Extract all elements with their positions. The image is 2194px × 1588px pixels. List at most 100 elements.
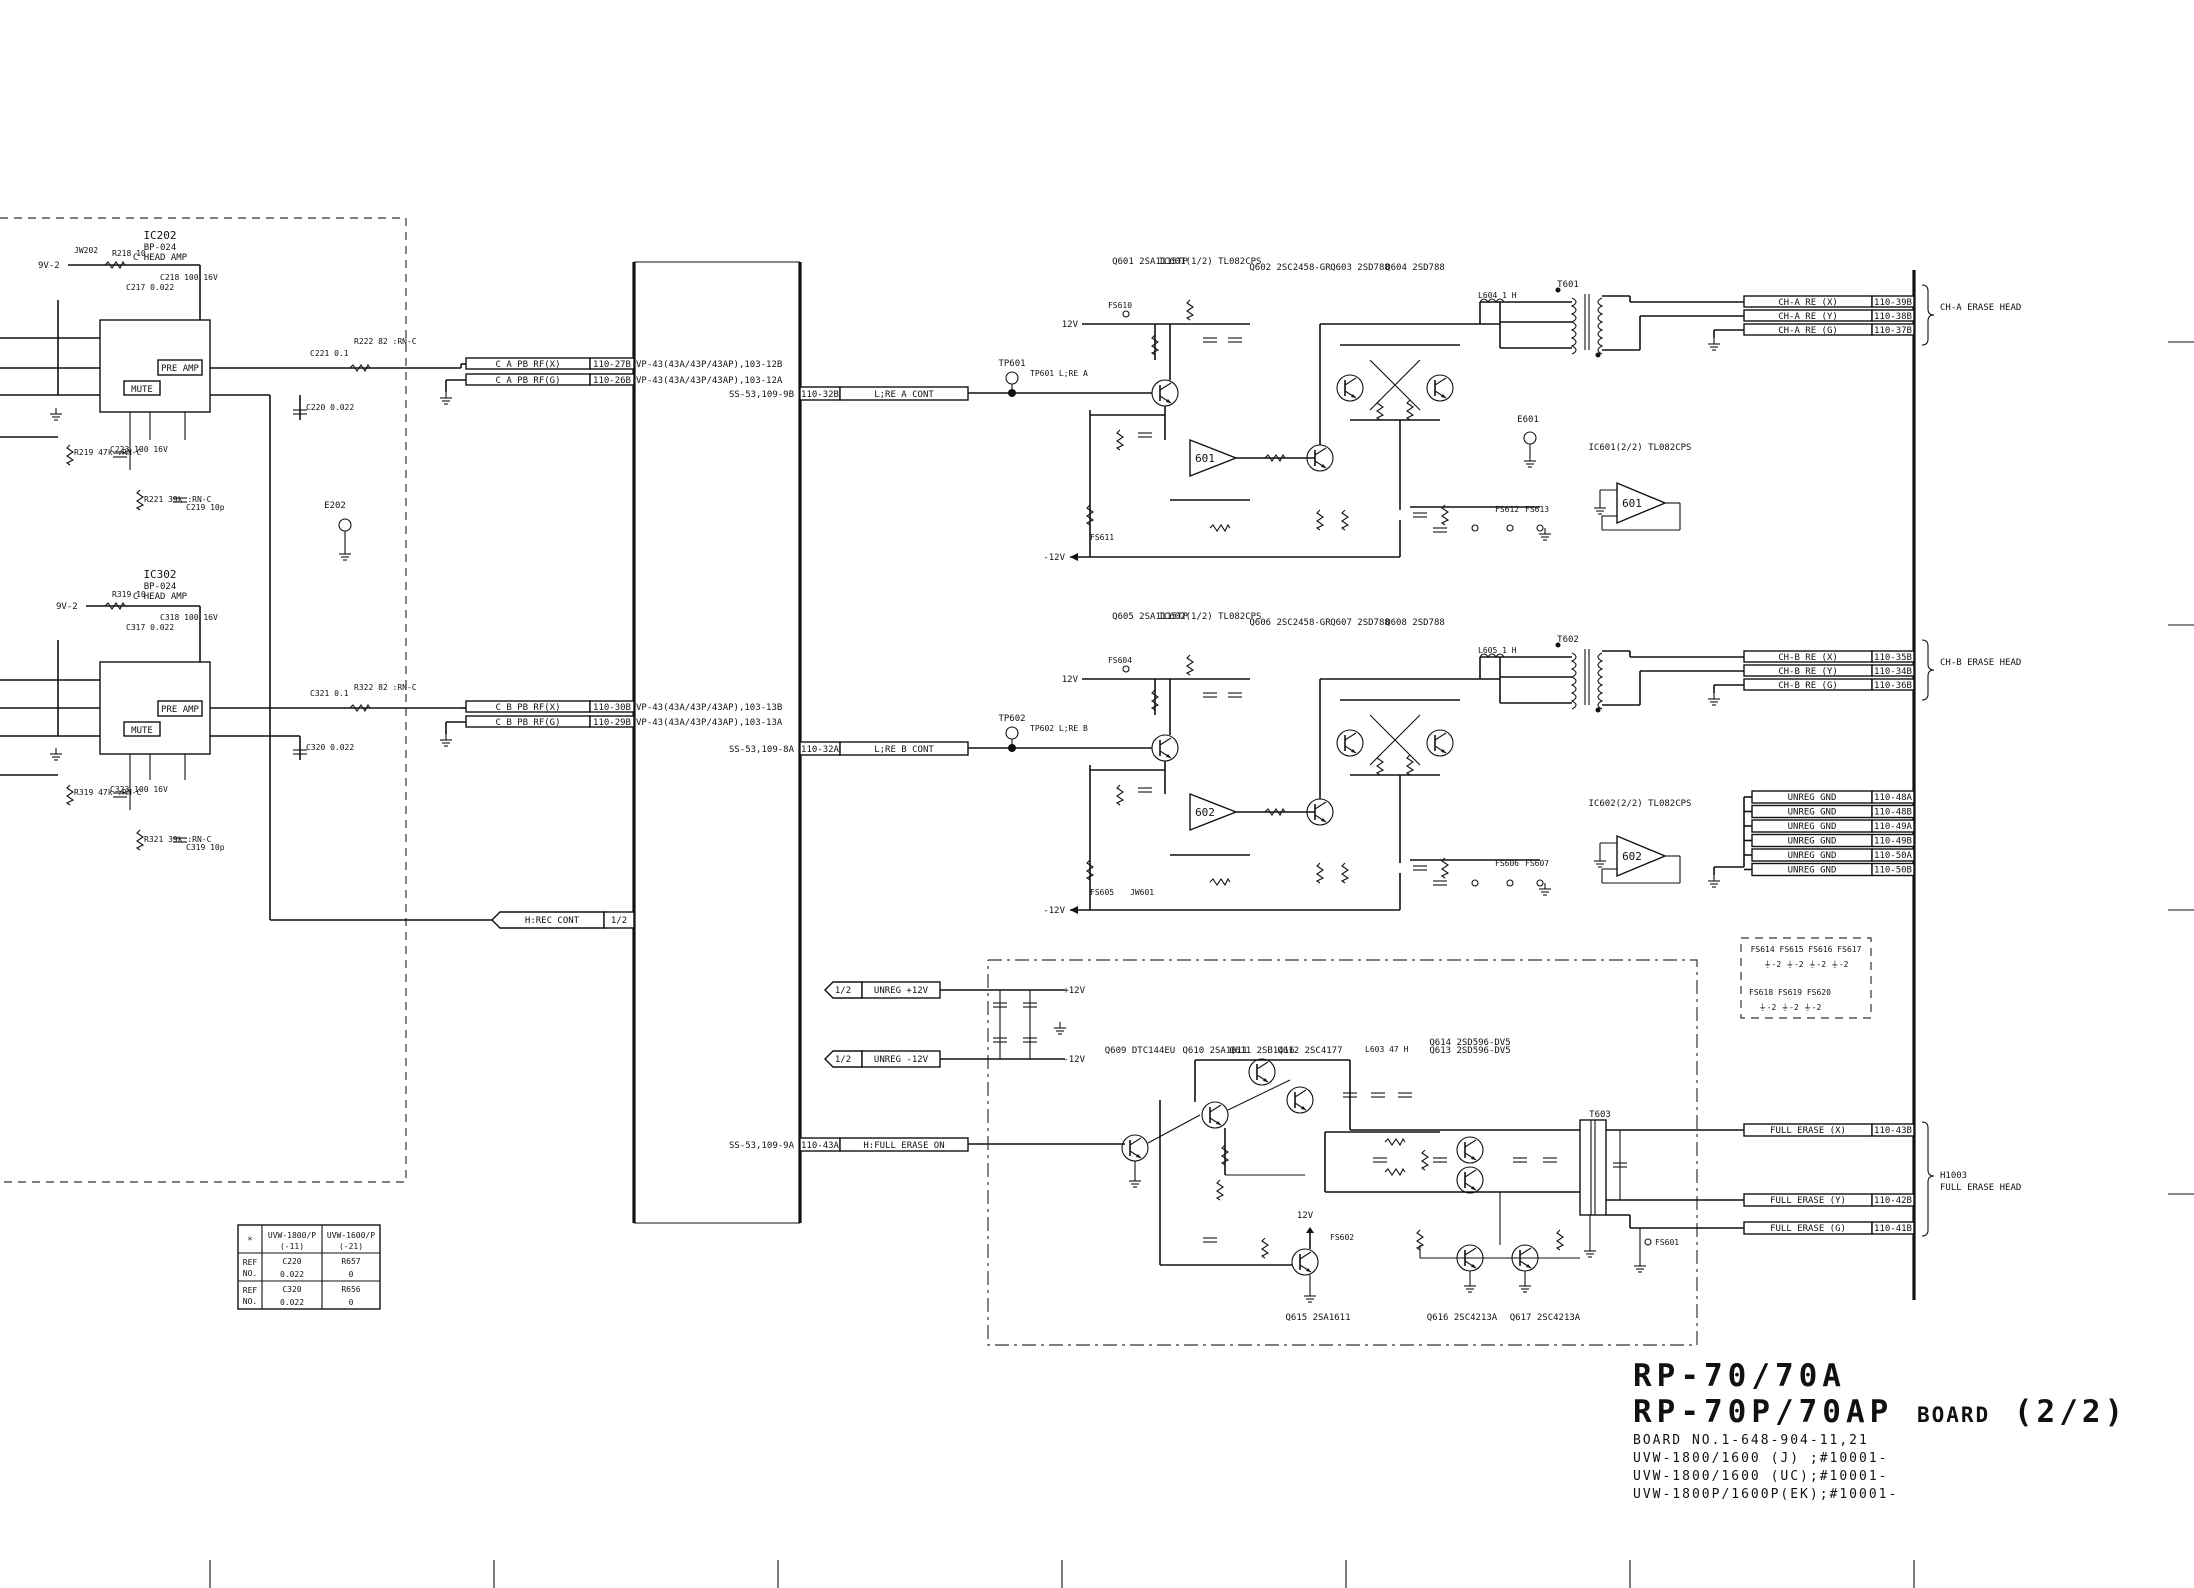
- svg-text:110-26B: 110-26B: [593, 376, 631, 386]
- svg-text:*: *: [247, 1236, 252, 1246]
- svg-text:110-35B: 110-35B: [1874, 653, 1912, 663]
- svg-text:0.022: 0.022: [280, 1270, 304, 1279]
- jw601-label: JW601: [1130, 888, 1154, 897]
- cb-pb-rf-x-dest: VP-43(43A/43P/43AP),103-13B: [636, 703, 782, 713]
- svg-text:110-27B: 110-27B: [593, 360, 631, 370]
- svg-text:NO.: NO.: [243, 1297, 257, 1306]
- r322-label: R322 82 :RN-C: [354, 683, 417, 692]
- svg-text:MUTE: MUTE: [131, 385, 153, 395]
- ch-b-opamp: [1189, 792, 1238, 832]
- svg-text:CH-B RE (X): CH-B RE (X): [1778, 653, 1838, 663]
- tp602-label: TP602: [998, 714, 1025, 724]
- svg-text:FULL ERASE (Y): FULL ERASE (Y): [1770, 1196, 1846, 1206]
- svg-text:C B PB RF(G): C B PB RF(G): [495, 718, 560, 728]
- test-point-e202: E202: [324, 501, 352, 561]
- svg-text:UNREG -12V: UNREG -12V: [874, 1055, 929, 1065]
- ch-b-ic602: IC602(1/2) TL082CPS: [1159, 612, 1262, 622]
- ic202-func: C HEAD AMP: [133, 253, 188, 263]
- svg-text:L;RE A CONT: L;RE A CONT: [874, 390, 934, 400]
- test-point-e601: E601: [1517, 415, 1539, 468]
- svg-text:NO.: NO.: [243, 1269, 257, 1278]
- svg-text:⏚-2 ⏚-2 ⏚-2 ⏚-2: ⏚-2 ⏚-2 ⏚-2 ⏚-2: [1764, 960, 1849, 969]
- svg-text:12V: 12V: [1062, 675, 1079, 685]
- t601-label: T601: [1557, 280, 1579, 290]
- svg-text:110-38B: 110-38B: [1874, 312, 1912, 322]
- svg-text:E202: E202: [324, 501, 346, 511]
- svg-text:110-43A: 110-43A: [801, 1141, 840, 1151]
- ch-b-q607: Q607 2SD788: [1330, 618, 1390, 628]
- svg-text:C B PB RF(X): C B PB RF(X): [495, 703, 560, 713]
- tp601-sub: TP601 L;RE A: [1030, 369, 1088, 378]
- ic602-spare: IC602(2/2) TL082CPS 602: [1589, 799, 1691, 884]
- c218-label: C218 100 16V: [160, 273, 218, 282]
- svg-text:C320: C320: [282, 1285, 301, 1294]
- svg-text:R657: R657: [341, 1257, 360, 1266]
- unreg-gnd-name: UNREG GND: [1788, 822, 1837, 832]
- svg-text:110-30B: 110-30B: [593, 703, 631, 713]
- fs612-label: FS612: [1495, 505, 1519, 514]
- svg-text:110-29B: 110-29B: [593, 718, 631, 728]
- unreg-gnd-code: 110-50B: [1874, 866, 1912, 876]
- svg-text:(-21): (-21): [339, 1242, 363, 1251]
- l605-label: L605 1 H: [1478, 646, 1517, 655]
- r221-label: R221 39k :RN-C: [144, 495, 212, 504]
- fs606-label: FS606: [1495, 859, 1519, 868]
- ch-a-fuse: FS610: [1108, 301, 1132, 310]
- model-title-2: RP-70P/70AP BOARD (2/2): [1633, 1394, 2127, 1430]
- svg-text:-12V: -12V: [1063, 1055, 1085, 1065]
- svg-text:Q610 2SA1611: Q610 2SA1611: [1182, 1046, 1247, 1056]
- r319b-label: R319 47k :RN-C: [74, 788, 142, 797]
- svg-text:CH-B RE (G): CH-B RE (G): [1778, 681, 1838, 691]
- c317-label: C317 0.022: [126, 623, 174, 632]
- ch-a-q603: Q603 2SD788: [1330, 263, 1390, 273]
- svg-text:12V: 12V: [1297, 1211, 1314, 1221]
- board-number: BOARD NO.1-648-904-11,21: [1633, 1433, 1869, 1448]
- connector-bus: [632, 261, 802, 1224]
- l603-label: L603 47 H: [1365, 1045, 1409, 1054]
- ic302-ref: IC302: [143, 568, 176, 581]
- svg-text:-12V: -12V: [1043, 906, 1065, 916]
- head-amp-ic202: IC202 BP-024 C HEAD AMP 9V-2 JW202 PRE A…: [0, 229, 492, 921]
- svg-text:1/2: 1/2: [835, 986, 851, 996]
- ca-pb-rf-g-dest: VP-43(43A/43P/43AP),103-12A: [636, 376, 783, 386]
- unreg-gnd-code: 110-49A: [1874, 822, 1913, 832]
- svg-text:⏚-2 ⏚-2 ⏚-2: ⏚-2 ⏚-2 ⏚-2: [1759, 1003, 1822, 1012]
- svg-text:Q614 2SD596-DV5: Q614 2SD596-DV5: [1429, 1038, 1510, 1048]
- board-part: (2/2): [2013, 1394, 2128, 1430]
- svg-text:602: 602: [1195, 806, 1215, 819]
- r222-label: R222 82 :RN-C: [354, 337, 417, 346]
- svg-text:FS614 FS615 FS616 FS617: FS614 FS615 FS616 FS617: [1751, 945, 1862, 954]
- ic302-func: C HEAD AMP: [133, 592, 188, 602]
- svg-text:110-39B: 110-39B: [1874, 298, 1912, 308]
- frame-ticks: [209, 341, 2194, 1588]
- h-rec-cont-connector: H:REC CONT 1/2: [491, 911, 635, 929]
- svg-text:110-37B: 110-37B: [1874, 326, 1912, 336]
- ch-a-q601: Q601 2SA1115TP: [1112, 257, 1188, 267]
- r319-label: R319 10: [112, 590, 146, 599]
- svg-text:1/2: 1/2: [611, 916, 627, 926]
- ic302-preamp-block: [157, 700, 203, 717]
- svg-text:R656: R656: [341, 1285, 360, 1294]
- model-title-2-name: RP-70P/70AP: [1633, 1394, 1894, 1430]
- ic202-ref: IC202: [143, 229, 176, 242]
- unreg-gnd-code: 110-49B: [1874, 837, 1912, 847]
- unreg-gnd-name: UNREG GND: [1788, 866, 1837, 876]
- board-model-ek: UVW-1800P/1600P(EK);#10001-: [1633, 1487, 1899, 1502]
- svg-text:0.022: 0.022: [280, 1298, 304, 1307]
- c319-label: C319 10p: [186, 843, 225, 852]
- svg-text:1/2: 1/2: [835, 1055, 851, 1065]
- full-erase-head-ref: H1003: [1940, 1171, 1967, 1181]
- jw202-label: JW202: [74, 246, 98, 255]
- ch-b-head-label: CH-B ERASE HEAD: [1940, 658, 2021, 668]
- ch-b-erase-driver: Q605 2SA1115TP IC602(1/2) TL082CPS Q606 …: [998, 612, 2021, 916]
- ch-a-ic601: IC601(1/2) TL082CPS: [1159, 257, 1262, 267]
- full-erase-region: 1/2 UNREG +12V +12V 1/2 UNREG -12V -12V …: [824, 959, 2021, 1346]
- svg-text:110-32B: 110-32B: [801, 390, 839, 400]
- t603-label: T603: [1589, 1110, 1611, 1120]
- ic302-part: BP-024: [144, 582, 177, 592]
- ch-a-head-label: CH-A ERASE HEAD: [1940, 303, 2021, 313]
- t602-label: T602: [1557, 635, 1579, 645]
- head-amp-ic302: IC302 BP-024 C HEAD AMP 9V-2 PRE AMP MUT…: [0, 568, 461, 851]
- svg-text:Q609 DTC144EU: Q609 DTC144EU: [1105, 1046, 1175, 1056]
- svg-text:REF: REF: [243, 1258, 258, 1267]
